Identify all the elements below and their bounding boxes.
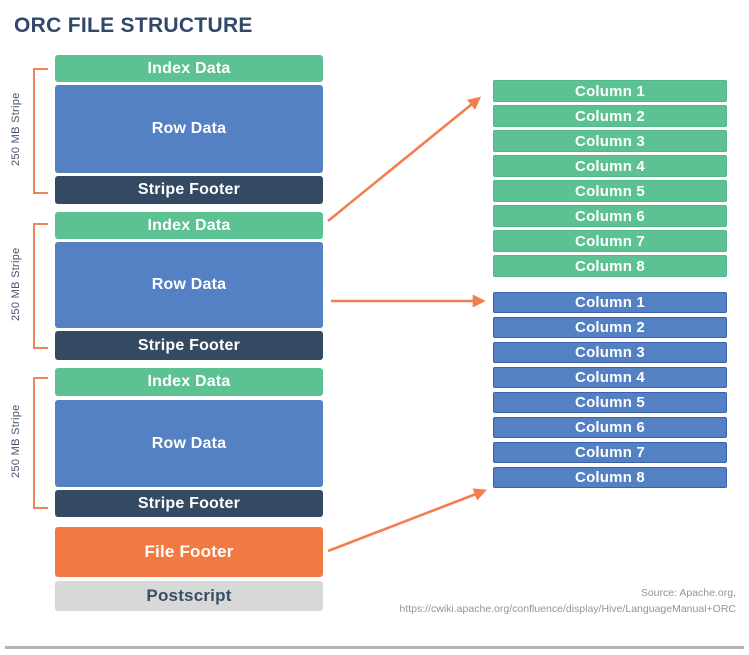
data-column-group: Column 1 Column 2 Column 3 Column 4 Colu… bbox=[493, 292, 727, 488]
postscript-block: Postscript bbox=[55, 581, 323, 611]
stripe3-size-label: 250 MB Stripe bbox=[10, 404, 22, 478]
data-column-row: Column 6 bbox=[493, 417, 727, 438]
stripe2-index-data-block: Index Data bbox=[55, 212, 323, 239]
stripe3-index-data-block: Index Data bbox=[55, 368, 323, 396]
data-column-row: Column 4 bbox=[493, 367, 727, 388]
arrow-filefooter-to-data-columns bbox=[327, 488, 487, 553]
stripe2-bracket bbox=[33, 223, 48, 349]
index-column-group: Column 1 Column 2 Column 3 Column 4 Colu… bbox=[493, 80, 727, 277]
stripe1-bracket bbox=[33, 68, 48, 194]
stripe1-stripe-footer-block: Stripe Footer bbox=[55, 176, 323, 204]
source-attribution: Source: Apache.org, https://cwiki.apache… bbox=[400, 585, 737, 618]
stripe1-index-data-block: Index Data bbox=[55, 55, 323, 82]
index-column-row: Column 8 bbox=[493, 255, 727, 277]
page-title: ORC FILE STRUCTURE bbox=[14, 14, 253, 37]
data-column-row: Column 3 bbox=[493, 342, 727, 363]
stripe2-size-label: 250 MB Stripe bbox=[10, 247, 22, 321]
source-line2: https://cwiki.apache.org/confluence/disp… bbox=[399, 603, 737, 616]
arrow-stripe-to-index-columns bbox=[327, 96, 482, 223]
bottom-divider bbox=[5, 646, 744, 649]
index-column-row: Column 5 bbox=[493, 180, 727, 202]
stripe1-size-label: 250 MB Stripe bbox=[10, 92, 22, 166]
stripe2-row-data-block: Row Data bbox=[55, 242, 323, 328]
index-column-row: Column 3 bbox=[493, 130, 727, 152]
stripe3-row-data-block: Row Data bbox=[55, 400, 323, 487]
data-column-row: Column 7 bbox=[493, 442, 727, 463]
file-footer-block: File Footer bbox=[55, 527, 323, 577]
source-line1: Source: Apache.org, bbox=[640, 587, 736, 599]
index-column-row: Column 4 bbox=[493, 155, 727, 177]
data-column-row: Column 1 bbox=[493, 292, 727, 313]
stripe3-bracket bbox=[33, 377, 48, 509]
stripe1-row-data-block: Row Data bbox=[55, 85, 323, 173]
data-column-row: Column 5 bbox=[493, 392, 727, 413]
data-column-row: Column 8 bbox=[493, 467, 727, 488]
index-column-row: Column 6 bbox=[493, 205, 727, 227]
data-column-row: Column 2 bbox=[493, 317, 727, 338]
index-column-row: Column 7 bbox=[493, 230, 727, 252]
stripe2-stripe-footer-block: Stripe Footer bbox=[55, 331, 323, 360]
index-column-row: Column 1 bbox=[493, 80, 727, 102]
stripe3-stripe-footer-block: Stripe Footer bbox=[55, 490, 323, 517]
index-column-row: Column 2 bbox=[493, 105, 727, 127]
